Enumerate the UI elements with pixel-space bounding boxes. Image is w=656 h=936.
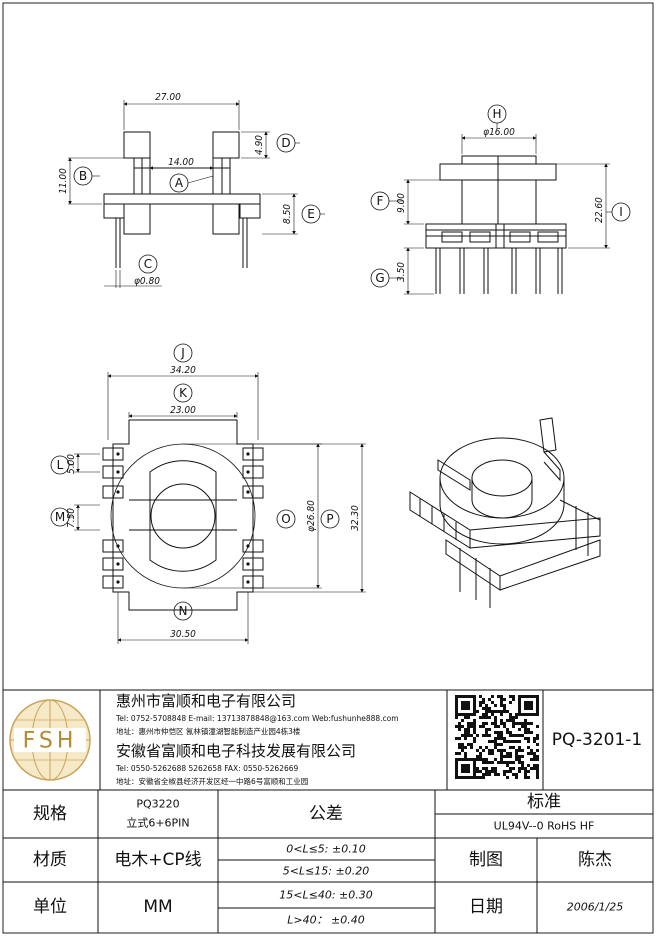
drawn-value: 陈杰 (578, 850, 612, 870)
dim-body-height: 8.50 (282, 204, 293, 224)
dim-side-width: 27.00 (155, 92, 181, 103)
front-view (389, 123, 612, 295)
callout-c: C (144, 257, 152, 271)
material-value: 电木+CP线 (114, 850, 201, 870)
callout-i: I (619, 205, 623, 219)
standard-label: 标准 (527, 792, 561, 812)
logo-text: FSH (23, 729, 78, 754)
tolerance-1: 0<L≤5: ±0.10 (286, 843, 365, 856)
callout-l: L (57, 458, 64, 472)
dim-top-width: 34.20 (170, 365, 196, 376)
dim-top-inner: 23.00 (170, 405, 196, 416)
callout-h: H (492, 107, 501, 121)
isometric-view (409, 417, 601, 608)
dim-pin-row: 30.50 (170, 629, 196, 640)
callout-e: E (307, 207, 315, 221)
callout-f: F (377, 194, 384, 208)
side-view (68, 100, 298, 288)
company-name-2: 安徽省富顺和电子科技发展有限公司 (116, 742, 356, 760)
company-contact-1: Tel: 0752-5708848 E-mail: 13713878848@16… (115, 714, 399, 723)
fsh-logo-graphic (9, 699, 91, 781)
unit-value: MM (143, 897, 172, 917)
dim-side-inner: 14.00 (168, 157, 194, 168)
dim-front-height: 9.00 (396, 193, 407, 213)
title-block-grid (3, 689, 653, 933)
callout-p: P (326, 512, 333, 526)
spec-label: 规格 (33, 804, 67, 824)
standard-value: UL94V--0 RoHS HF (494, 820, 595, 833)
callout-g: G (375, 271, 384, 285)
dim-side-height: 11.00 (58, 168, 69, 194)
tolerance-4: L>40： ±0.40 (287, 914, 365, 927)
callouts (50, 104, 631, 621)
date-value: 2006/1/25 (567, 901, 623, 914)
callout-n: N (179, 604, 188, 618)
callout-j: J (180, 346, 185, 360)
callout-a: A (175, 176, 184, 190)
company-address-2: 地址：安徽省全椒县经济开发区经一中路6号富顺和工业园 (116, 776, 308, 786)
part-number: PQ-3201-1 (552, 730, 642, 750)
tolerance-3: 15<L≤40: ±0.30 (279, 889, 372, 902)
dim-pitch-l: 5.00 (66, 454, 77, 474)
callout-o: O (281, 512, 290, 526)
company-contact-2: Tel: 0550-5262688 5262658 FAX: 0550-5262… (115, 764, 299, 773)
top-view (69, 372, 366, 644)
spec-value-1: PQ3220 (136, 798, 179, 811)
callout-d: D (281, 136, 290, 150)
callout-b: B (79, 169, 87, 183)
company-address-1: 地址：惠州市仲恺区 氥林镇潼湖智能制造产业园4栋3楼 (116, 726, 301, 736)
dim-core-diameter: φ26.80 (306, 500, 317, 532)
spec-value-2: 立式6+6PIN (126, 816, 189, 830)
company-name-1: 惠州市富顺和电子有限公司 (116, 692, 296, 710)
dim-front-total: 22.60 (594, 197, 605, 223)
dim-pin-diameter: φ0.80 (134, 276, 160, 287)
date-label: 日期 (469, 897, 503, 917)
callout-k: K (179, 386, 188, 400)
dim-flange: 4.90 (254, 135, 265, 155)
qr-code (455, 695, 539, 779)
material-label: 材质 (33, 850, 67, 870)
tolerance-2: 5<L≤15: ±0.20 (283, 865, 369, 878)
dim-front-diameter: φ16.00 (483, 127, 515, 138)
drawn-label: 制图 (469, 850, 503, 870)
dim-pitch-m: 7.50 (66, 508, 77, 528)
callout-m: M (55, 510, 65, 524)
dim-top-height: 32.30 (350, 505, 361, 531)
dim-front-pin: 3.50 (396, 262, 407, 282)
unit-label: 单位 (33, 897, 67, 917)
tolerance-label: 公差 (309, 804, 343, 824)
